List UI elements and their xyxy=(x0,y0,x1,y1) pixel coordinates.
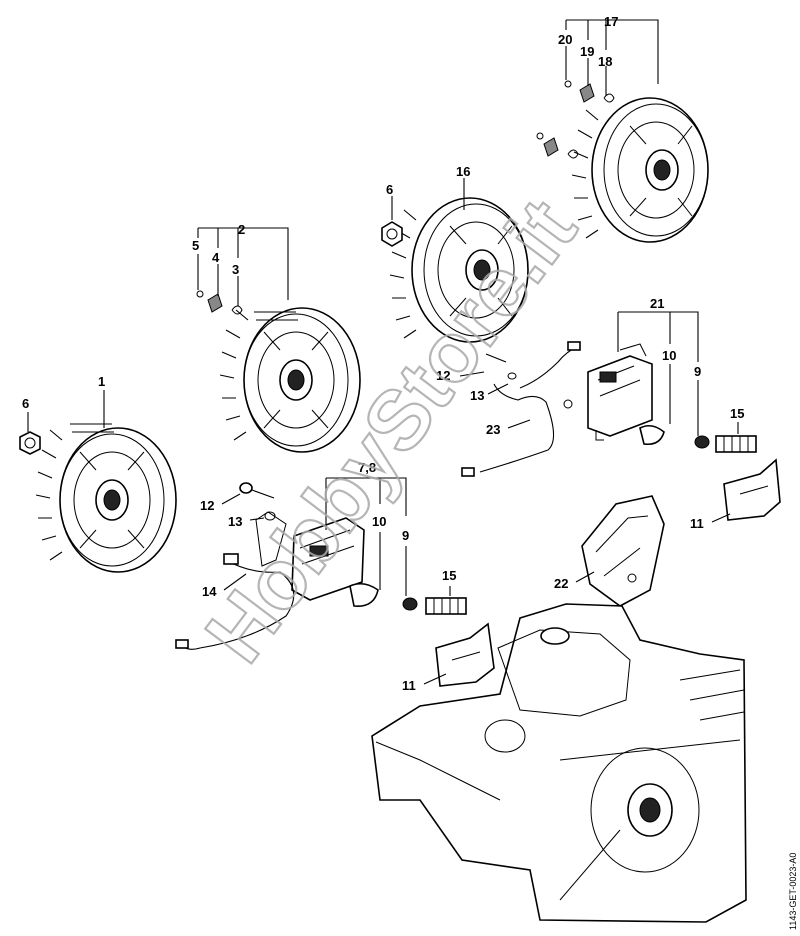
label-part-3: 3 xyxy=(232,262,239,277)
flywheel-1 xyxy=(35,423,177,573)
part-labels: 1 6 2 5 4 3 6 16 17 20 19 18 21 10 9 12 … xyxy=(22,14,744,693)
label-part-4: 4 xyxy=(212,250,220,265)
label-part-14: 14 xyxy=(202,584,217,599)
bracket-11-right xyxy=(723,458,781,521)
label-part-7-8: 7,8 xyxy=(358,460,376,475)
label-part-12: 12 xyxy=(436,368,450,383)
label-part-13: 13 xyxy=(228,514,242,529)
nut-6-left xyxy=(19,431,41,455)
label-part-6: 6 xyxy=(386,182,393,197)
spark-plug-15-left xyxy=(425,597,467,615)
label-part-23: 23 xyxy=(486,422,500,437)
label-part-15: 15 xyxy=(442,568,456,583)
pawl-assembly-2 xyxy=(196,290,243,315)
label-part-9: 9 xyxy=(694,364,701,379)
label-part-21: 21 xyxy=(650,296,664,311)
label-part-19: 19 xyxy=(580,44,594,59)
label-part-9: 9 xyxy=(402,528,409,543)
label-part-11: 11 xyxy=(690,516,704,531)
nut-6-middle xyxy=(381,221,403,247)
label-part-15: 15 xyxy=(730,406,744,421)
label-part-10: 10 xyxy=(662,348,676,363)
label-part-16: 16 xyxy=(456,164,470,179)
screw-12-left xyxy=(239,482,275,499)
label-part-11: 11 xyxy=(402,678,416,693)
engine-housing xyxy=(371,603,747,923)
flywheel-16 xyxy=(389,197,529,343)
spark-plug-15-right xyxy=(715,435,757,453)
label-part-18: 18 xyxy=(598,54,612,69)
pawl-assembly-17 xyxy=(536,80,615,159)
document-code: 1143-GET-0023-A0 xyxy=(788,853,798,930)
leader-lines xyxy=(27,19,739,685)
cable-14 xyxy=(175,553,295,650)
label-part-6: 6 xyxy=(22,396,29,411)
label-part-1: 1 xyxy=(98,374,105,389)
label-part-17: 17 xyxy=(604,14,618,29)
label-part-5: 5 xyxy=(192,238,199,253)
bracket-22 xyxy=(581,495,665,607)
washer-13-left xyxy=(264,511,276,521)
flywheel-2 xyxy=(219,307,361,453)
label-part-13: 13 xyxy=(470,388,484,403)
bracket-11-left xyxy=(435,622,495,687)
ignition-module-21 xyxy=(587,343,710,449)
watermark: HobbyStore.it xyxy=(187,182,593,678)
label-part-2: 2 xyxy=(238,222,245,237)
label-part-20: 20 xyxy=(558,32,572,47)
flywheel-17 xyxy=(571,97,709,243)
ignition-module-7-8 xyxy=(255,511,418,611)
label-part-22: 22 xyxy=(554,576,568,591)
label-part-10: 10 xyxy=(372,514,386,529)
cable-23 xyxy=(461,341,581,477)
label-part-12: 12 xyxy=(200,498,214,513)
